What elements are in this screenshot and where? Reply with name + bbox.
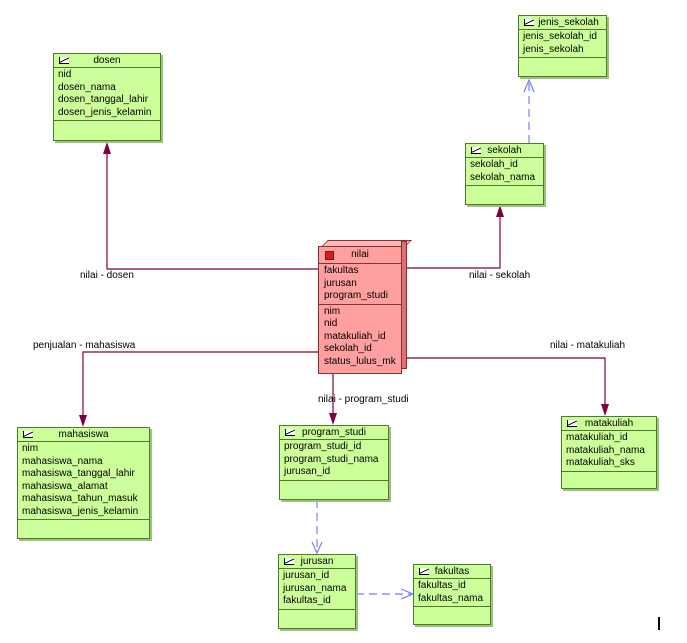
entity-title: program_studi — [302, 427, 366, 438]
label-nilai-matakuliah: nilai - matakuliah — [550, 340, 626, 351]
attribute: matakuliah_id — [324, 330, 386, 342]
attribute: dosen_nama — [58, 81, 116, 93]
entity-title: nilai — [351, 249, 369, 260]
class-icon — [285, 429, 295, 436]
arrowhead-matakuliah — [601, 404, 609, 416]
arrowhead-dosen — [103, 142, 111, 154]
attribute: status_lulus_mk — [324, 355, 396, 367]
attribute: matakuliah_nama — [566, 444, 645, 456]
attribute: matakuliah_sks — [566, 457, 635, 468]
attribute: nim — [22, 443, 39, 454]
class-icon — [471, 147, 481, 154]
class-icon — [284, 558, 294, 565]
entity-mahasiswa[interactable]: mahasiswa nim mahasiswa_nama mahasiswa_t… — [17, 427, 150, 539]
label-penjualan-mahasiswa: penjualan - mahasiswa — [33, 340, 136, 351]
attribute: mahasiswa_jenis_kelamin — [22, 505, 139, 517]
attribute: matakuliah_id — [566, 432, 628, 443]
entity-program-studi[interactable]: program_studi program_studi_id program_s… — [279, 425, 389, 500]
attribute: jurusan_nama — [283, 582, 347, 594]
label-nilai-program-studi: nilai - program_studi — [318, 394, 409, 405]
attribute: sekolah_id — [324, 343, 372, 354]
entity-title: jurusan — [300, 556, 334, 567]
label-nilai-dosen: nilai - dosen — [80, 270, 134, 281]
link-nilai-dosen — [106, 153, 318, 270]
arrowhead-mahasiswa — [79, 415, 87, 427]
class-icon — [524, 19, 534, 26]
entity-matakuliah[interactable]: matakuliah matakuliah_id matakuliah_nama… — [561, 416, 657, 489]
arrowhead-jurusan — [311, 541, 323, 555]
arrowhead-program-studi — [329, 413, 337, 425]
attribute: jenis_sekolah_id — [523, 31, 597, 42]
attribute: jurusan_id — [283, 570, 330, 581]
attribute: jurusan_id — [284, 466, 331, 477]
attribute: mahasiswa_tahun_masuk — [22, 493, 138, 504]
class-icon — [23, 431, 33, 438]
attribute: nim — [324, 305, 341, 317]
entity-dosen[interactable]: dosen nid dosen_nama dosen_tanggal_lahir… — [53, 53, 161, 141]
text-cursor — [658, 617, 660, 630]
arrowhead-sekolah — [496, 205, 504, 217]
attribute: fakultas_id — [283, 595, 331, 606]
attribute: sekolah_nama — [470, 171, 536, 183]
attribute: program_studi_id — [284, 441, 362, 452]
attribute: dosen_jenis_kelamin — [58, 106, 152, 118]
attribute: mahasiswa_tanggal_lahir — [22, 468, 135, 479]
attribute: mahasiswa_nama — [22, 455, 103, 467]
attribute: fakultas — [324, 265, 359, 276]
entity-title: matakuliah — [584, 418, 634, 429]
entity-nilai[interactable]: nilai fakultas jurusan program_studi nim… — [318, 246, 402, 374]
attribute: nid — [324, 318, 338, 329]
entity-fakultas[interactable]: fakultas fakultas_id fakultas_nama — [413, 564, 491, 625]
attribute: fakultas_nama — [418, 592, 484, 604]
class-icon — [567, 420, 577, 427]
attribute: sekolah_id — [470, 159, 518, 170]
class-icon — [59, 57, 69, 64]
class-icon — [419, 568, 429, 575]
attribute: jenis_sekolah — [523, 43, 584, 55]
attribute: mahasiswa_alamat — [22, 480, 108, 492]
attribute: fakultas_id — [418, 580, 466, 591]
attribute: dosen_tanggal_lahir — [58, 94, 149, 105]
entity-title: jenis_sekolah — [538, 17, 599, 28]
attribute: program_studi_nama — [284, 453, 379, 465]
entity-sekolah[interactable]: sekolah sekolah_id sekolah_nama — [465, 143, 544, 205]
entity-jenis-sekolah[interactable]: jenis_sekolah jenis_sekolah_id jenis_sek… — [518, 15, 607, 77]
entity-title: sekolah — [487, 145, 522, 156]
link-nilai-matakuliah — [402, 357, 606, 405]
attribute: program_studi — [324, 290, 388, 301]
label-nilai-sekolah: nilai - sekolah — [469, 270, 531, 281]
link-nilai-mahasiswa — [82, 351, 318, 416]
entity-title: dosen — [93, 55, 121, 66]
entity-jurusan[interactable]: jurusan jurusan_id jurusan_nama fakultas… — [278, 554, 356, 629]
link-nilai-sekolah — [407, 216, 501, 269]
attribute: nid — [58, 69, 72, 80]
attribute: jurusan — [324, 277, 357, 289]
entity-title: mahasiswa — [58, 429, 109, 440]
table-icon — [325, 251, 334, 260]
entity-title: fakultas — [434, 566, 470, 577]
arrowhead-jenis-sekolah — [523, 78, 535, 93]
